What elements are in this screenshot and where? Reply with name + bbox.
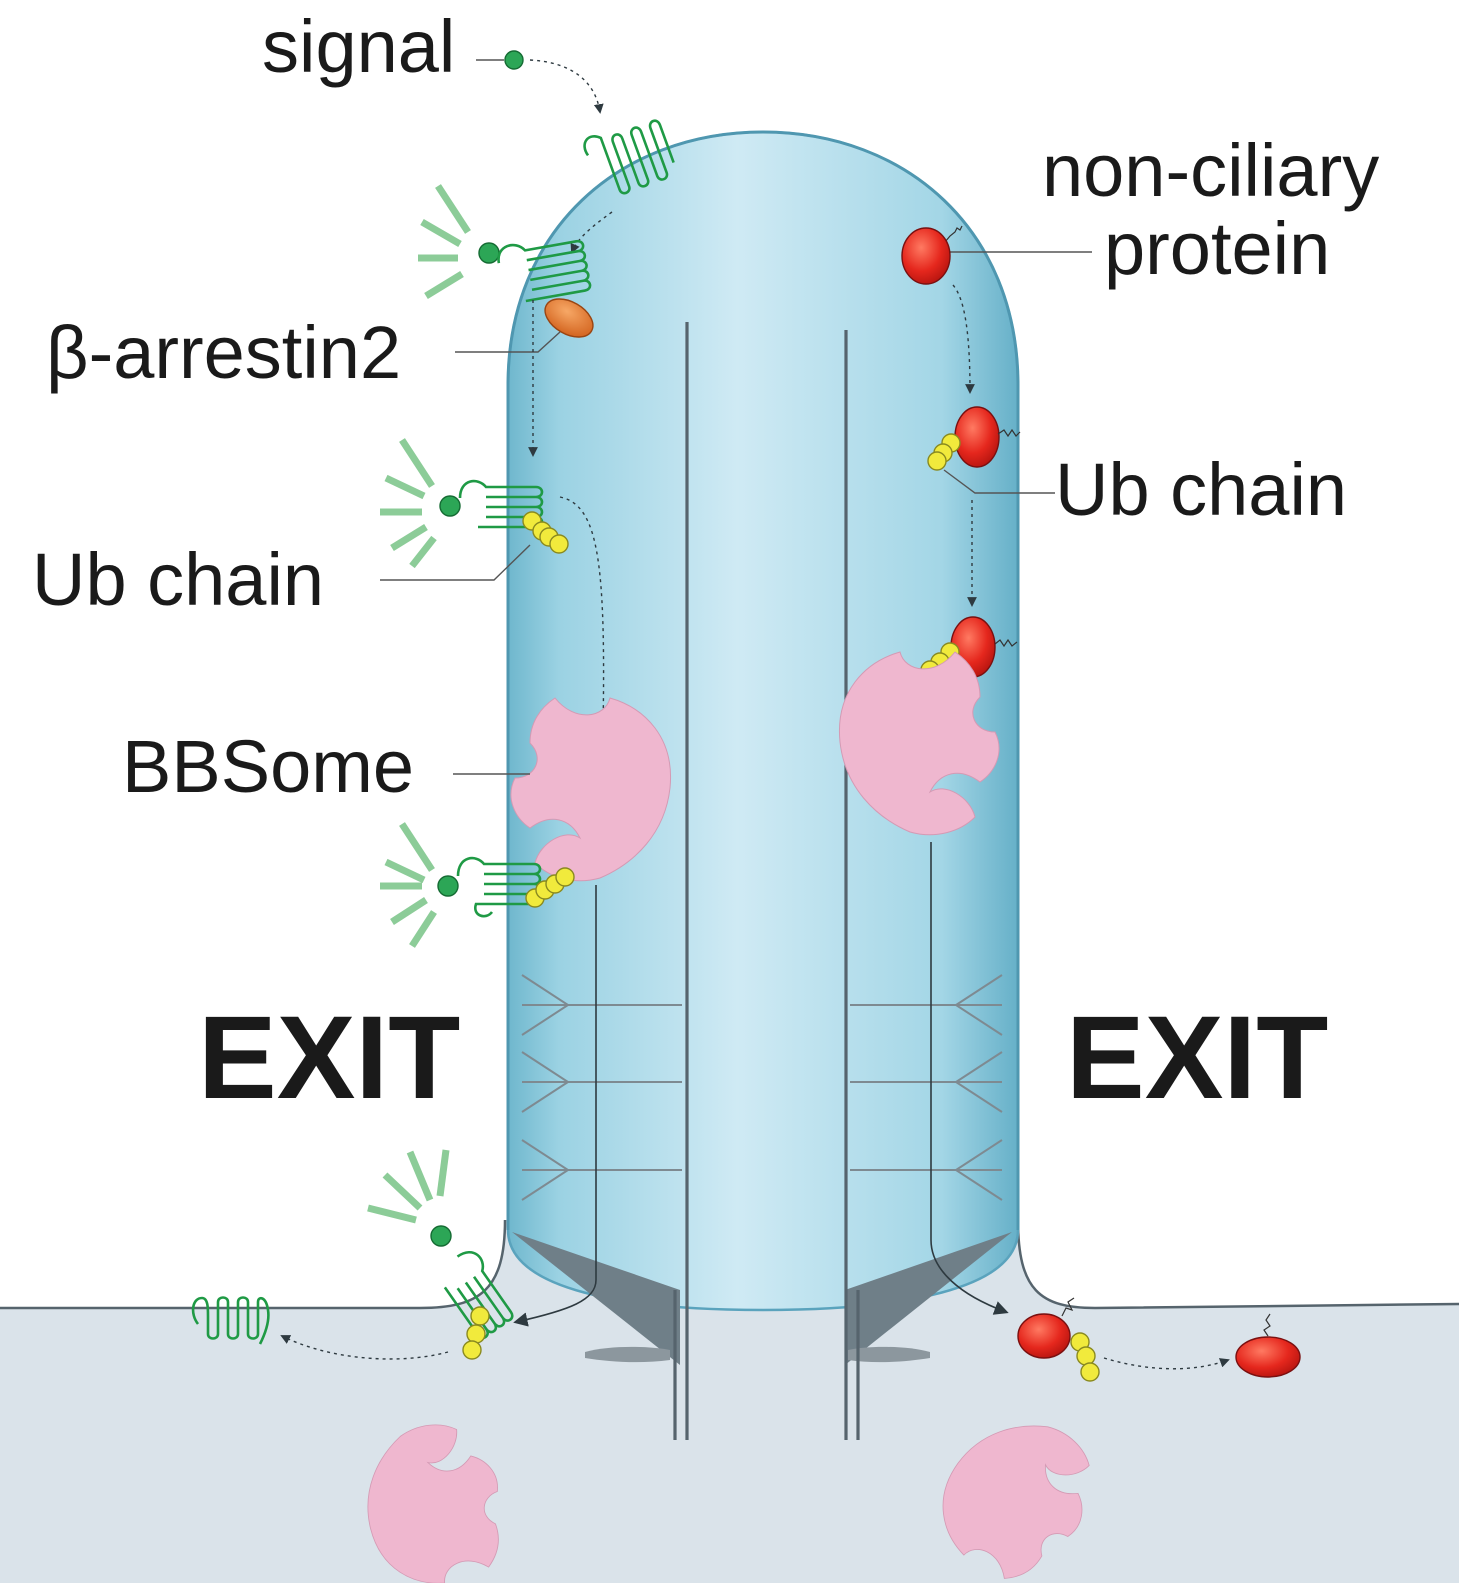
label-exit-left: EXIT [198, 992, 460, 1124]
lipid-anchor-5 [1263, 1313, 1271, 1337]
cell-cytoplasm [0, 1220, 1459, 1583]
non-ciliary-protein-released [1235, 1336, 1301, 1378]
ub-chain-left-upper [522, 511, 569, 554]
ub-chain-base-left [462, 1306, 490, 1360]
signal-rays-5 [367, 1149, 450, 1224]
ub-chain-right-leader-line [943, 469, 1055, 494]
protein-down-arrow-1 [952, 284, 975, 394]
exit-track-right [930, 842, 1009, 1315]
ciliary-membrane-edge [506, 130, 1020, 1230]
lipid-anchor-2 [997, 428, 1021, 438]
transition-fiber-right [845, 1232, 1012, 1365]
lipid-anchor-4 [1061, 1297, 1075, 1317]
gpcr-receptor-5 [443, 1250, 514, 1339]
ub-chain-base-right [1070, 1332, 1100, 1382]
label-ub-chain-right: Ub chain [1055, 448, 1347, 531]
beta-arrestin2-leader-line [455, 331, 561, 353]
signal-ligand-4 [437, 875, 459, 897]
non-ciliary-protein-4 [1017, 1313, 1071, 1359]
non-ciliary-protein-2 [954, 406, 1000, 468]
signal-ligand-3 [439, 495, 461, 517]
label-signal: signal [262, 5, 455, 88]
signal-rays-2 [418, 184, 471, 299]
label-beta-arrestin2: β-arrestin2 [46, 311, 401, 394]
exit-track-left [513, 885, 597, 1327]
signal-ligand-2 [478, 242, 500, 264]
signal-approach-arrow [529, 59, 604, 114]
label-ub-chain-left: Ub chain [32, 538, 324, 621]
protein-release-arrow [1103, 1357, 1230, 1370]
ub-chain-left-leader-line [380, 544, 531, 581]
axoneme [673, 322, 860, 1440]
ub-chain-bbsome-left [525, 867, 575, 908]
signal-rays-4 [380, 822, 437, 948]
gpcr-receptor-released [191, 1296, 270, 1345]
beta-arrestin2-protein [544, 298, 594, 338]
basal-foot-left [585, 1346, 670, 1363]
ub-to-bbsome-arrow [559, 496, 609, 732]
gpcr-receptor-1 [583, 119, 675, 195]
basal-foot-right [848, 1346, 930, 1363]
label-exit-right: EXIT [1066, 992, 1328, 1124]
ub-chain-right-upper [927, 433, 961, 471]
label-bbsome: BBSome [122, 725, 414, 808]
signal-ligand-5 [430, 1225, 452, 1247]
signal-rays-3 [380, 438, 437, 569]
label-non-ciliary-line1: non-ciliary [1042, 129, 1379, 212]
transition-zone-y-links [521, 974, 1003, 1201]
lipid-anchor-1 [944, 225, 963, 243]
lipid-anchor-3 [994, 638, 1018, 648]
non-ciliary-protein-1 [901, 227, 951, 285]
gpcr-receptor-2 [497, 239, 592, 303]
transition-fiber-left [512, 1232, 680, 1365]
signal-ligand-free [504, 50, 524, 70]
label-non-ciliary-line2: protein [1104, 207, 1330, 290]
plasma-membrane [0, 1219, 1459, 1310]
